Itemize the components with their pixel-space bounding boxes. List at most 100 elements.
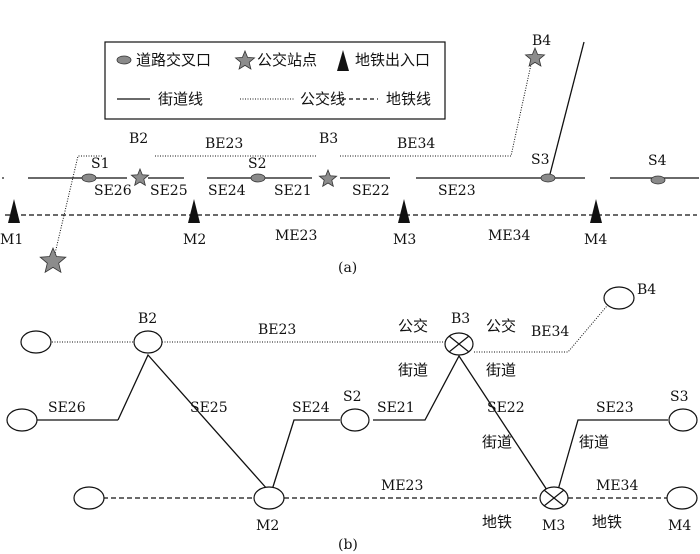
street-lines (28, 41, 699, 179)
bus-stop-B2-star (130, 167, 150, 187)
label-b-SE21: SE21 (377, 400, 415, 416)
label-SE24: SE24 (208, 183, 246, 199)
caption-b: (b) (338, 537, 358, 553)
label-B3: B3 (319, 131, 338, 147)
label-b-B4: B4 (637, 282, 656, 298)
transfer-node-M3-cross (543, 489, 565, 507)
label-b-B3: B3 (451, 311, 470, 327)
legend-intersection-label: 道路交叉口 (136, 51, 211, 69)
metro-entrance-M4 (590, 199, 602, 223)
label-BE23: BE23 (205, 136, 243, 152)
label-b-S2: S2 (343, 389, 362, 405)
metro-entrances-a (8, 199, 602, 223)
label-B4: B4 (532, 33, 551, 49)
legend-metro-entrance-icon (337, 50, 349, 71)
label-b-SE23: SE23 (596, 400, 634, 416)
label-b-SE25: SE25 (190, 400, 228, 416)
metro-entrance-M1 (8, 199, 20, 223)
label-b-S3: S3 (670, 389, 689, 405)
legend-box (104, 41, 446, 120)
node-left-bus (20, 330, 52, 354)
label-b-SE26: SE26 (48, 400, 86, 416)
mode-label-street-m3-left: 街道 (482, 433, 512, 451)
legend-bus-stop-label: 公交站点 (257, 51, 317, 69)
label-BE34: BE34 (397, 136, 435, 152)
node-M4 (666, 486, 698, 510)
edge-SE23 (557, 419, 668, 491)
transfer-node-B3-cross (448, 335, 470, 353)
legend-bus-stop-icon (234, 49, 256, 70)
label-SE21: SE21 (274, 183, 312, 199)
label-M1: M1 (0, 232, 23, 248)
legend-metro-entrance-label: 地铁出入口 (355, 51, 430, 69)
label-b-ME34: ME34 (596, 478, 638, 494)
legend-bus-line-label: 公交线 (300, 90, 345, 108)
mode-label-metro-left: 地铁 (482, 513, 512, 531)
label-b-BE23: BE23 (258, 322, 296, 338)
labels-a: S1 S2 S3 S4 B2 B3 B4 BE23 BE34 SE26 SE25… (0, 33, 667, 276)
label-b-M2: M2 (256, 518, 279, 534)
label-SE23: SE23 (438, 183, 476, 199)
mode-label-bus-left: 公交 (398, 317, 428, 335)
label-M2: M2 (183, 232, 206, 248)
label-M3: M3 (393, 232, 416, 248)
bus-stop-B3-star (318, 168, 338, 188)
bus-line-B3-B4 (340, 59, 533, 157)
labels-b: B2 B3 B4 S2 S3 M2 M3 M4 BE23 BE34 SE26 S… (48, 282, 691, 553)
label-S3: S3 (531, 152, 550, 168)
nodes-b (6, 286, 698, 510)
bus-stops-a (39, 46, 546, 274)
label-b-BE34: BE34 (531, 324, 569, 340)
panel-a: 道路交叉口 公交站点 地铁出入口 街道线 公交线 地铁线 (0, 33, 699, 276)
edges-b (36, 299, 668, 499)
node-S3 (668, 408, 698, 432)
label-M4: M4 (584, 232, 607, 248)
node-left-street (6, 408, 38, 432)
intersections-a (81, 173, 666, 185)
label-b-M4: M4 (668, 518, 691, 534)
node-B4 (603, 286, 635, 310)
intersection-S3 (540, 173, 556, 183)
intersection-S1 (81, 173, 97, 183)
metro-entrance-M2 (188, 199, 200, 223)
bus-line-B2-M1 (52, 155, 102, 263)
mode-label-street-b3-left: 街道 (398, 361, 428, 379)
intersection-S2 (250, 173, 266, 183)
node-S2 (340, 408, 370, 432)
metro-entrance-M3 (398, 199, 410, 223)
bus-lines (52, 59, 533, 263)
legend-metro-line-label: 地铁线 (386, 90, 431, 108)
mode-label-street-m3-right: 街道 (579, 433, 609, 451)
label-S2: S2 (248, 156, 267, 172)
node-B2 (133, 330, 163, 354)
node-left-metro (73, 486, 105, 510)
mode-label-metro-right: 地铁 (592, 513, 622, 531)
label-b-SE24: SE24 (292, 400, 330, 416)
edge-SE21-SE22 (373, 354, 548, 491)
label-SE25: SE25 (150, 183, 188, 199)
caption-a: (a) (338, 260, 357, 276)
intersection-S4 (650, 175, 666, 185)
label-ME34: ME34 (488, 228, 530, 244)
bus-stop-M1-star (39, 246, 67, 274)
label-b-M3: M3 (542, 518, 565, 534)
bus-stop-B4-star (524, 46, 546, 67)
node-M2 (253, 486, 285, 510)
street-segment-diagonal (548, 41, 585, 179)
label-ME23: ME23 (275, 228, 317, 244)
edge-SE25 (117, 353, 269, 491)
label-S4: S4 (648, 153, 667, 169)
label-b-SE22: SE22 (487, 400, 525, 416)
label-B2: B2 (129, 131, 148, 147)
label-b-B2: B2 (138, 311, 157, 327)
label-SE26: SE26 (94, 183, 132, 199)
legend-street-line-label: 街道线 (158, 90, 203, 108)
legend-intersection-icon (116, 55, 132, 65)
panel-b: B2 B3 B4 S2 S3 M2 M3 M4 BE23 BE34 SE26 S… (6, 282, 698, 553)
street-endpoint-dot (2, 177, 4, 179)
label-S1: S1 (91, 156, 110, 172)
label-SE22: SE22 (352, 183, 390, 199)
label-b-ME23: ME23 (381, 478, 423, 494)
edge-SE24 (271, 419, 340, 491)
